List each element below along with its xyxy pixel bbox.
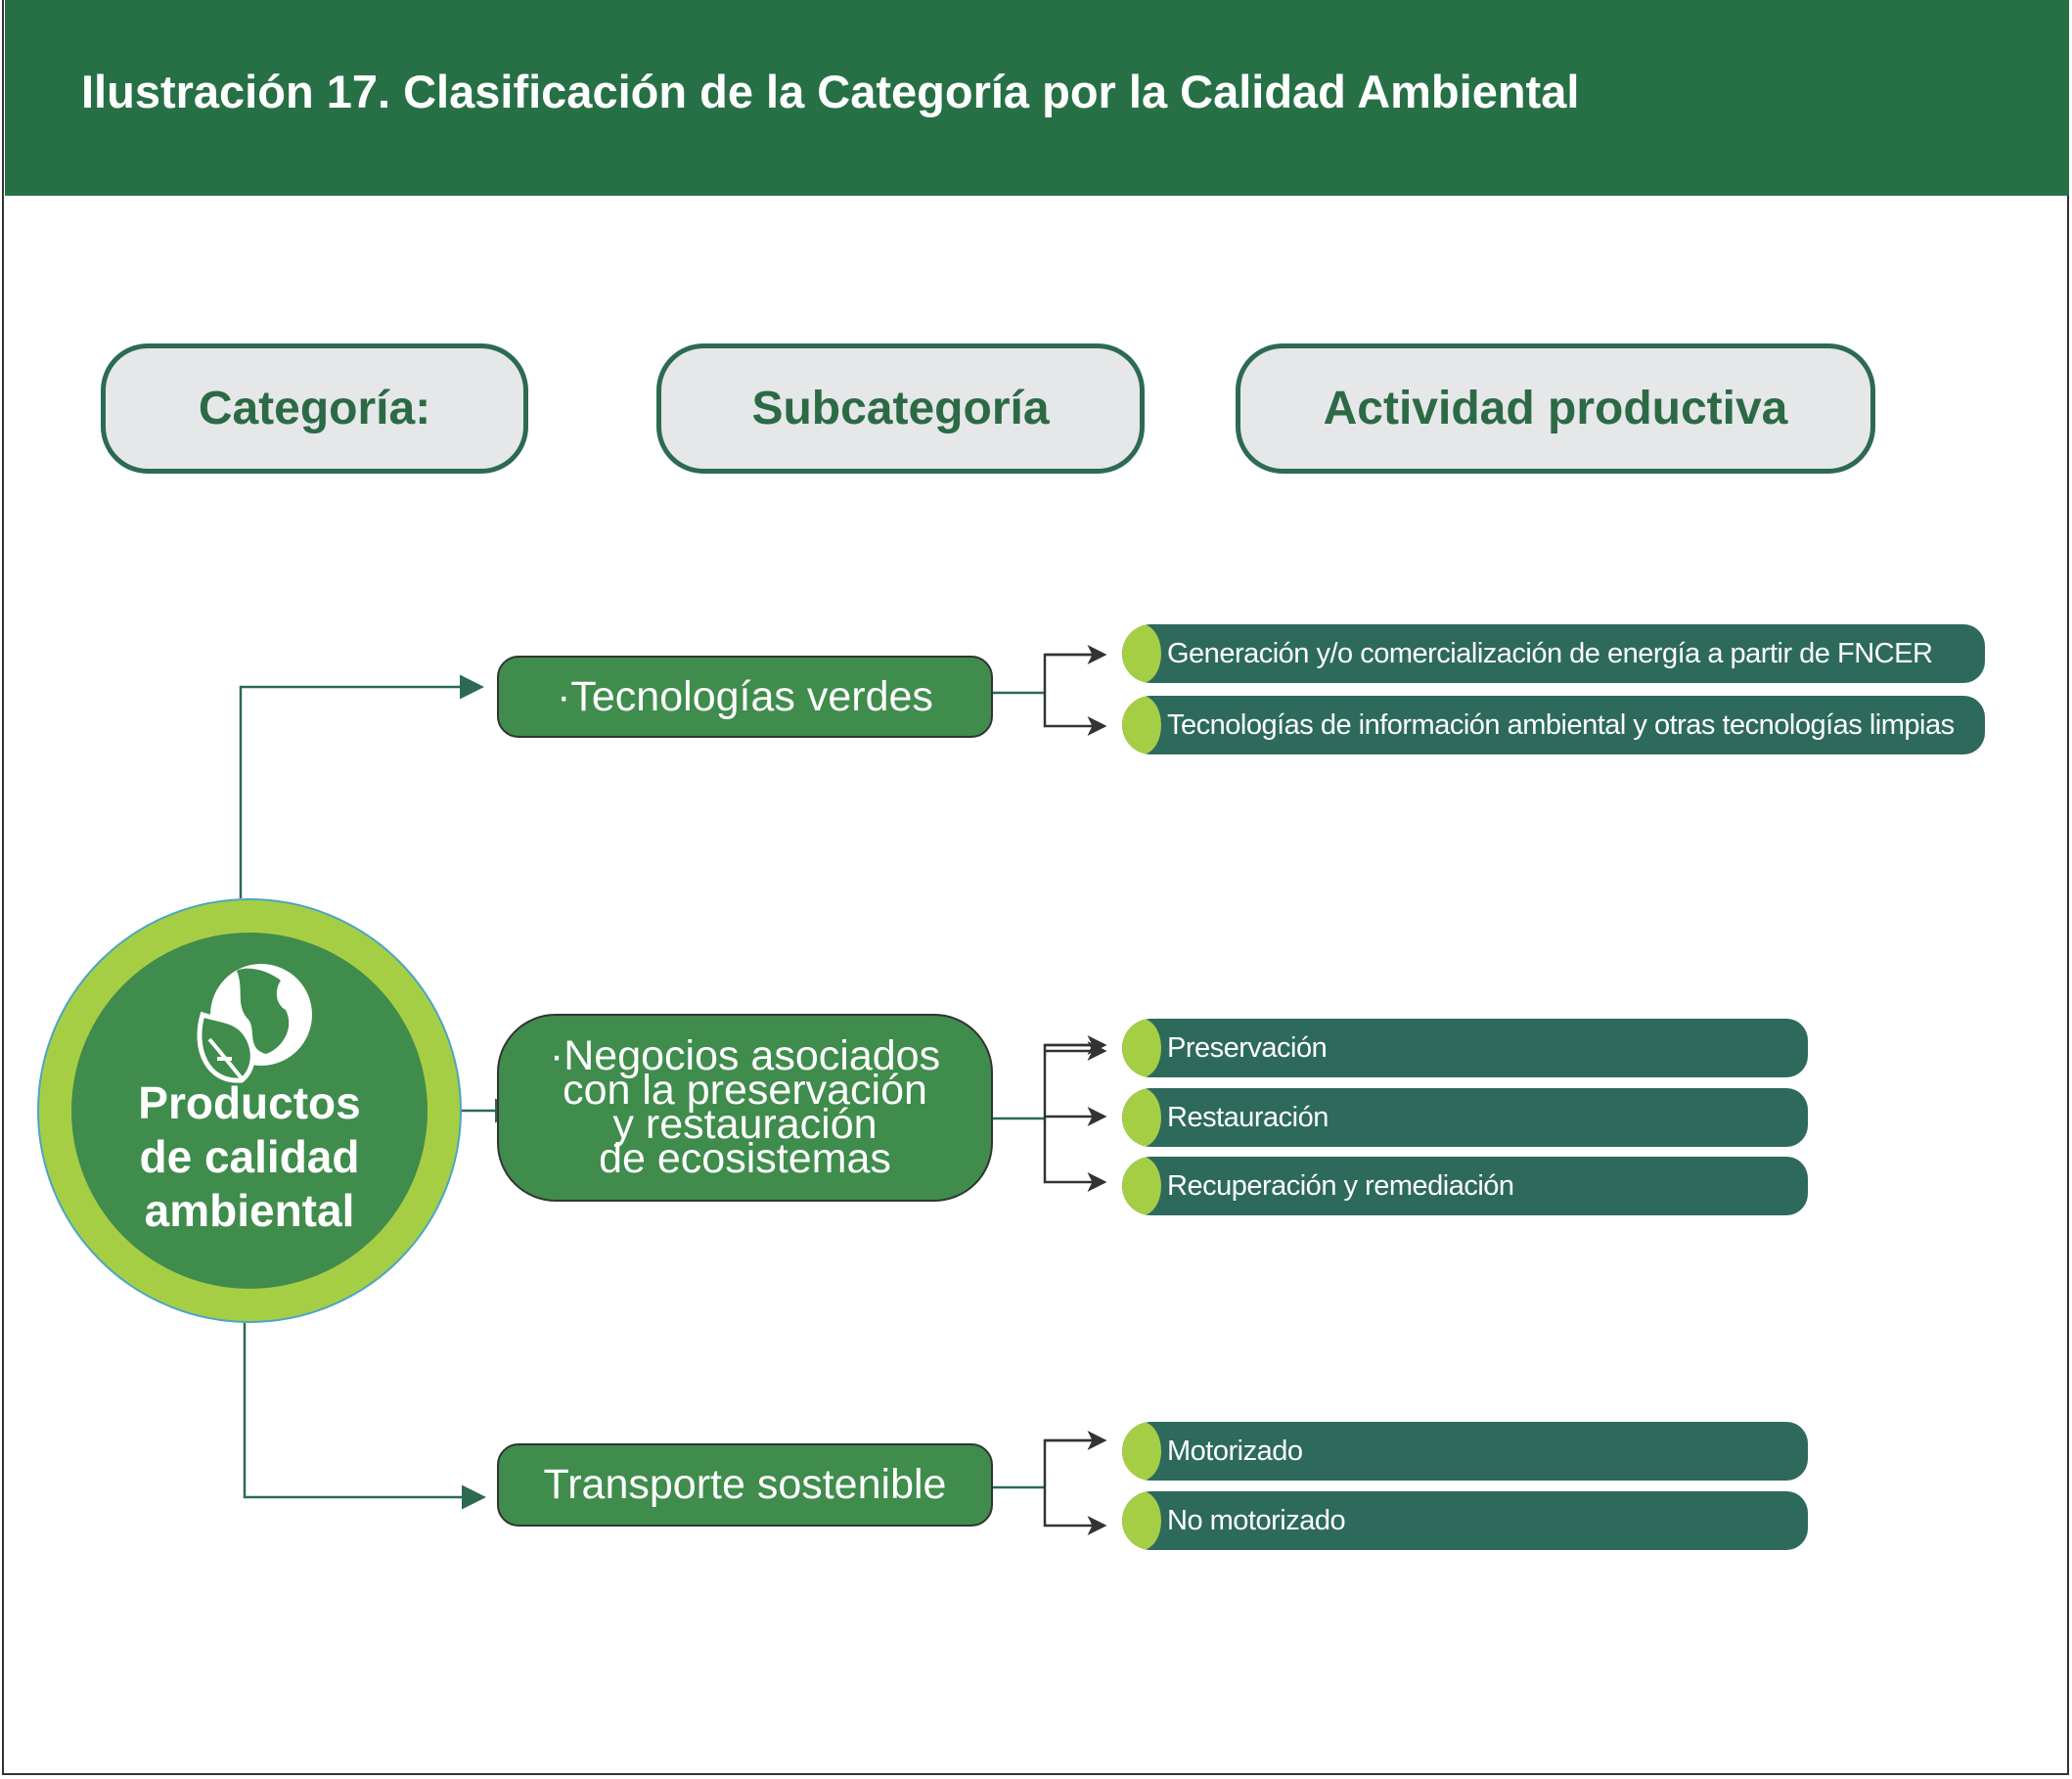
activity-label: Restauración: [1167, 1101, 1329, 1133]
category-line: ambiental: [144, 1185, 355, 1236]
activity-label: Generación y/o comercialización de energ…: [1167, 637, 1933, 669]
subcategory-transporte-sostenible: Transporte sostenible: [497, 1443, 993, 1527]
activity-label: No motorizado: [1167, 1504, 1346, 1536]
subcategory-label-line: ·Negocios asociados: [549, 1032, 941, 1079]
bullet-dot-icon: [1122, 696, 1161, 754]
activity-label: Preservación: [1167, 1031, 1328, 1064]
globe-leaf-icon: [197, 964, 312, 1083]
activity-label: Motorizado: [1167, 1435, 1303, 1467]
connector-top: [239, 674, 484, 898]
column-header-activity: Actividad productiva: [1236, 343, 1875, 474]
bullet-dot-icon: [1122, 1088, 1161, 1147]
subcategory-label-line: y restauración: [612, 1101, 878, 1148]
category-label: Productos de calidad ambiental: [71, 1076, 428, 1238]
column-header-subcategory: Subcategoría: [656, 343, 1145, 474]
activity-item: Restauración: [1122, 1088, 1808, 1147]
activity-item: Motorizado: [1122, 1422, 1808, 1481]
subcategory-label-line: con la preservación: [563, 1067, 927, 1114]
subcategory-label: ·Tecnologías verdes: [557, 672, 933, 720]
bracket-negocios: [1043, 1043, 1107, 1192]
subcategory-negocios-ecosistemas: ·Negocios asociados con la preservación …: [497, 1014, 993, 1202]
bullet-dot-icon: [1122, 1157, 1161, 1215]
activity-item: Generación y/o comercialización de energ…: [1122, 624, 1985, 683]
bullet-dot-icon: [1122, 624, 1161, 683]
activity-label: Recuperación y remediación: [1167, 1169, 1514, 1202]
bullet-dot-icon: [1122, 1491, 1161, 1550]
activity-label: Tecnologías de información ambiental y o…: [1167, 708, 1955, 741]
bracket-transporte: [1043, 1438, 1107, 1535]
activity-item: Tecnologías de información ambiental y o…: [1122, 696, 1985, 754]
column-header-category: Categoría:: [101, 343, 528, 474]
activity-item: Recuperación y remediación: [1122, 1157, 1808, 1215]
header-bar: Ilustración 17. Clasificación de la Cate…: [5, 0, 2069, 196]
connector-bottom: [243, 1323, 486, 1510]
category-line: de calidad: [139, 1131, 360, 1182]
figure-title: Ilustración 17. Clasificación de la Cate…: [81, 66, 1580, 117]
activity-item: No motorizado: [1122, 1491, 1808, 1550]
subcategory-label: Transporte sostenible: [543, 1461, 947, 1508]
category-line: Productos: [138, 1077, 361, 1128]
subcategory-tecnologias-verdes: ·Tecnologías verdes: [497, 656, 993, 738]
subcategory-label-line: de ecosistemas: [599, 1135, 891, 1182]
bullet-dot-icon: [1122, 1422, 1161, 1481]
bracket-tecnologias: [1043, 653, 1107, 736]
activity-item: Preservación: [1122, 1019, 1808, 1077]
bullet-dot-icon: [1122, 1019, 1161, 1077]
